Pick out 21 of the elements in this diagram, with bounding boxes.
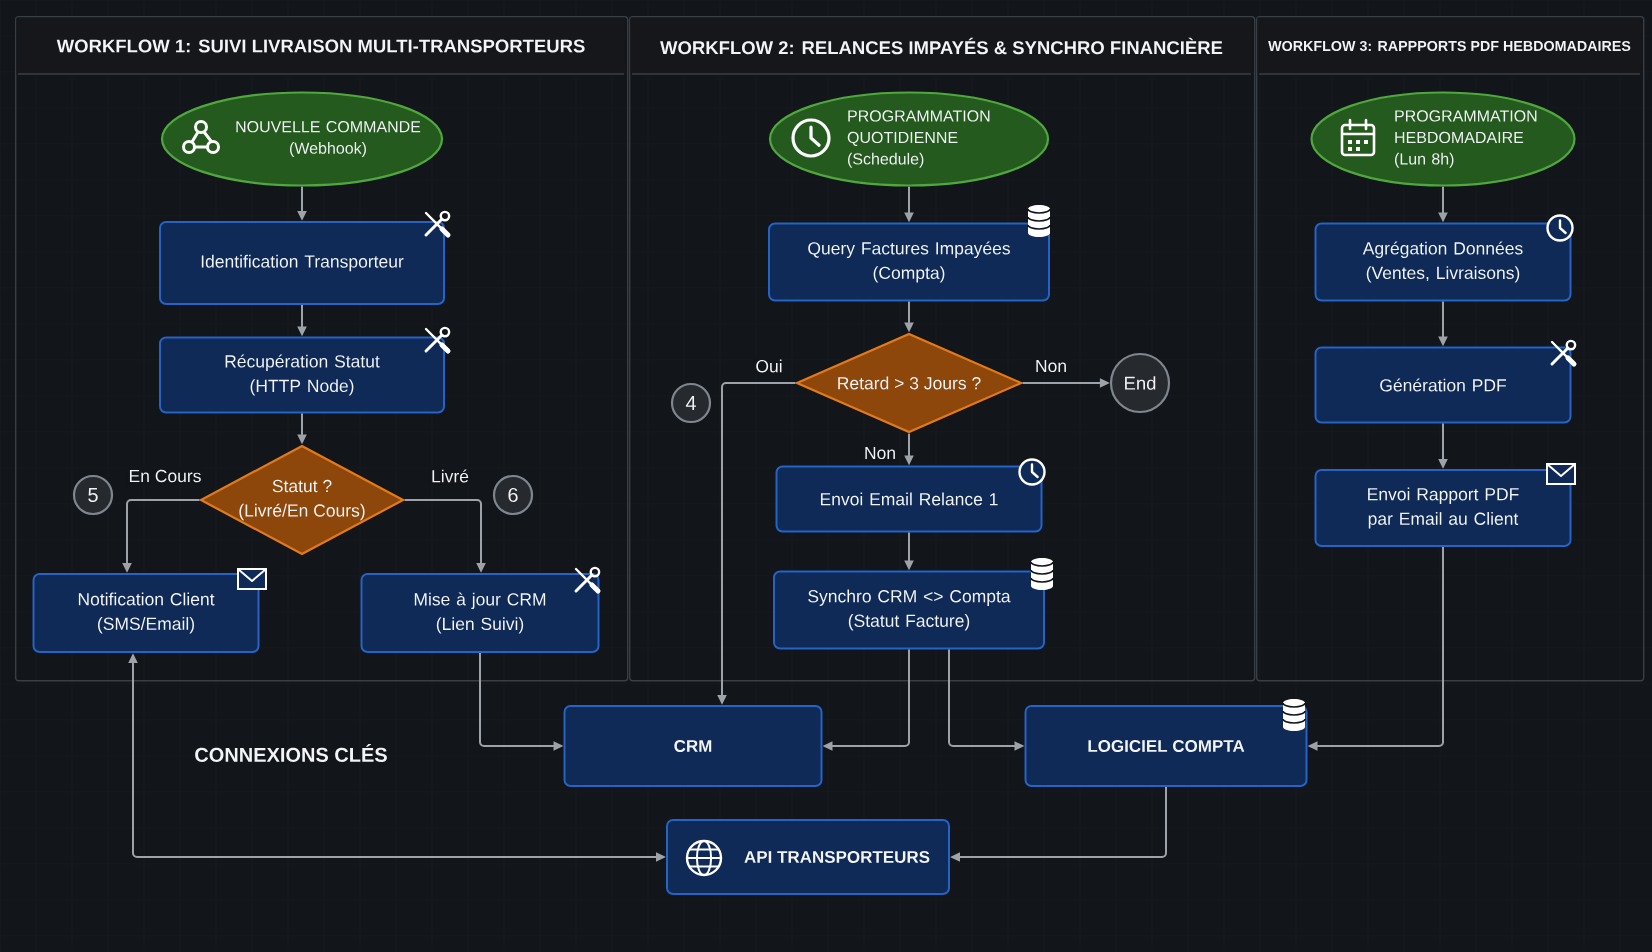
process-box: Récupération Statut (HTTP Node)	[159, 336, 445, 414]
process-box: Identification Transporteur	[159, 221, 445, 305]
system-box: LOGICIEL COMPTA	[1024, 705, 1308, 787]
callout-number: 4	[670, 382, 712, 424]
panel-heading: WORKFLOW 2: RELANCES IMPAYÉS & SYNCHRO FINANCIÈRE	[630, 17, 1253, 74]
panel-heading: WORKFLOW 1: SUIVI LIVRAISON MULTI-TRANSPORTEURS	[16, 17, 626, 74]
process-box: Envoi Rapport PDF par Email au Client	[1314, 469, 1572, 547]
section-title: CONNEXIONS CLÉS	[195, 744, 387, 762]
panel-heading: WORKFLOW 3: RAPPPORTS PDF HEBDOMADAIRES	[1257, 17, 1642, 74]
process-box: Envoi Email Relance 1	[775, 465, 1043, 533]
callout-number: 6	[492, 474, 534, 516]
callout-number: 5	[72, 474, 114, 516]
process-box: Agrégation Données (Ventes, Livraisons)	[1314, 222, 1572, 302]
process-box: Query Factures Impayées (Compta)	[768, 222, 1050, 302]
system-box: API TRANSPORTEURS	[666, 819, 950, 895]
process-box: Mise à jour CRM (Lien Suivi)	[360, 573, 600, 653]
process-box: Synchro CRM <> Compta (Statut Facture)	[773, 570, 1045, 650]
edge-label: Livré	[429, 467, 471, 485]
system-box: CRM	[563, 705, 823, 787]
process-box: Notification Client (SMS/Email)	[32, 573, 260, 653]
process-box: Génération PDF	[1314, 346, 1572, 424]
